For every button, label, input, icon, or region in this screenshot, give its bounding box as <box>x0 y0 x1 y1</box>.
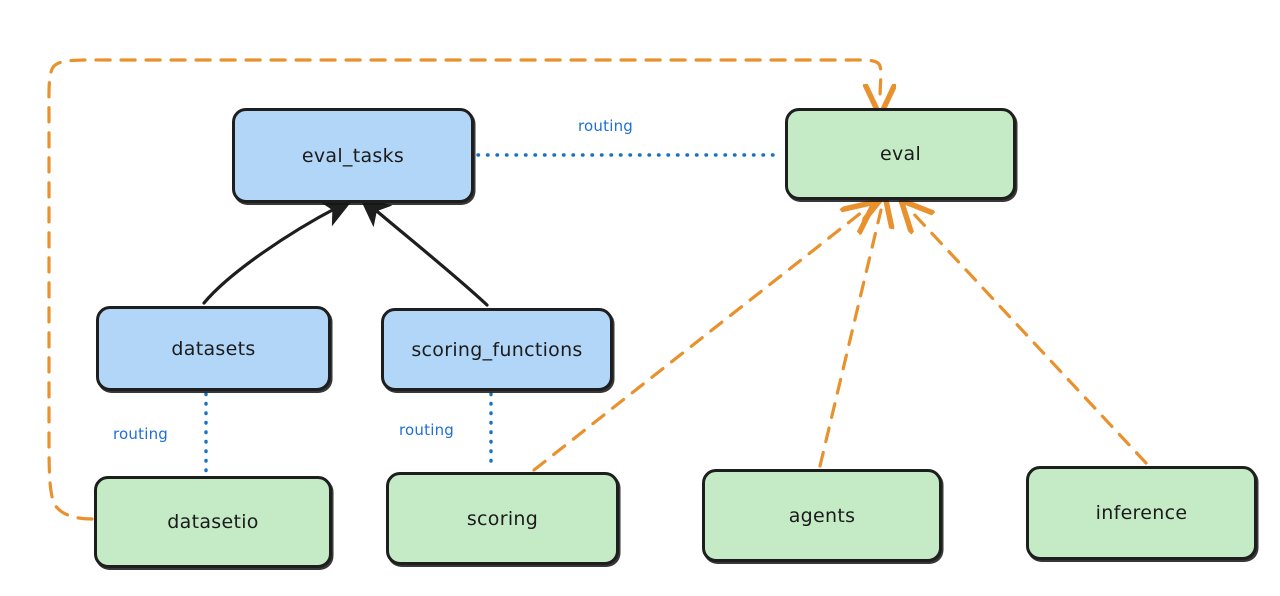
edge-label-routing-datasets-datasetio: routing <box>113 425 168 443</box>
edge-agents-to-eval <box>818 210 881 468</box>
edge-scoring-to-eval <box>532 212 862 472</box>
node-datasetio[interactable]: datasetio <box>94 476 332 568</box>
node-agents[interactable]: agents <box>702 469 942 562</box>
node-label-agents: agents <box>788 504 856 527</box>
edge-label-routing-scoring-functions-scoring: routing <box>399 421 454 439</box>
node-datasets[interactable]: datasets <box>96 306 331 391</box>
edge-inference-to-eval <box>912 212 1148 465</box>
edge-label-routing-eval-tasks-eval: routing <box>578 117 633 135</box>
node-label-scoring-functions: scoring_functions <box>411 338 583 361</box>
node-label-eval-tasks: eval_tasks <box>301 144 405 167</box>
node-eval-tasks[interactable]: eval_tasks <box>232 108 474 203</box>
node-label-datasetio: datasetio <box>167 511 259 533</box>
edge-datasetio-to-eval <box>47 58 881 521</box>
node-label-scoring: scoring <box>466 507 539 530</box>
node-label-inference: inference <box>1095 502 1188 524</box>
node-label-eval: eval <box>879 143 922 165</box>
node-scoring[interactable]: scoring <box>386 472 619 565</box>
node-eval[interactable]: eval <box>785 108 1016 200</box>
edge-scoring_functions-to-eval_tasks <box>358 195 489 307</box>
node-scoring-functions[interactable]: scoring_functions <box>381 308 613 391</box>
node-inference[interactable]: inference <box>1026 466 1257 560</box>
node-label-datasets: datasets <box>171 337 256 360</box>
edge-datasets-to-eval_tasks <box>202 198 354 305</box>
